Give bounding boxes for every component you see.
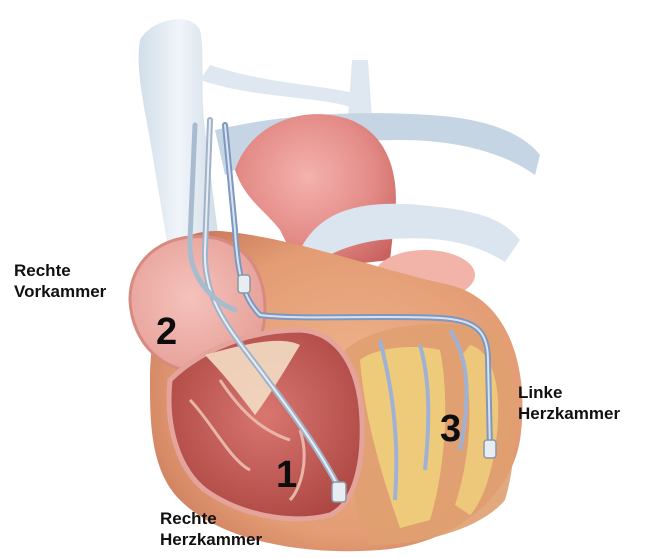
label-right-ventricle: Rechte Herzkammer <box>160 508 262 550</box>
label-right-ventricle-line2: Herzkammer <box>160 529 262 550</box>
lead-tip-left-ventricle <box>484 440 496 458</box>
number-right-ventricle: 1 <box>276 456 297 494</box>
number-left-ventricle: 3 <box>440 410 461 448</box>
label-left-ventricle-line1: Linke <box>518 382 620 403</box>
label-left-ventricle: Linke Herzkammer <box>518 382 620 424</box>
lead-tip-right-ventricle <box>332 482 346 502</box>
number-right-atrium: 2 <box>156 313 177 351</box>
label-right-atrium: Rechte Vorkammer <box>14 260 106 302</box>
lead-tip-right-atrium <box>238 275 250 293</box>
label-right-atrium-line2: Vorkammer <box>14 281 106 302</box>
label-right-ventricle-line1: Rechte <box>160 508 262 529</box>
label-right-atrium-line1: Rechte <box>14 260 106 281</box>
label-left-ventricle-line2: Herzkammer <box>518 403 620 424</box>
